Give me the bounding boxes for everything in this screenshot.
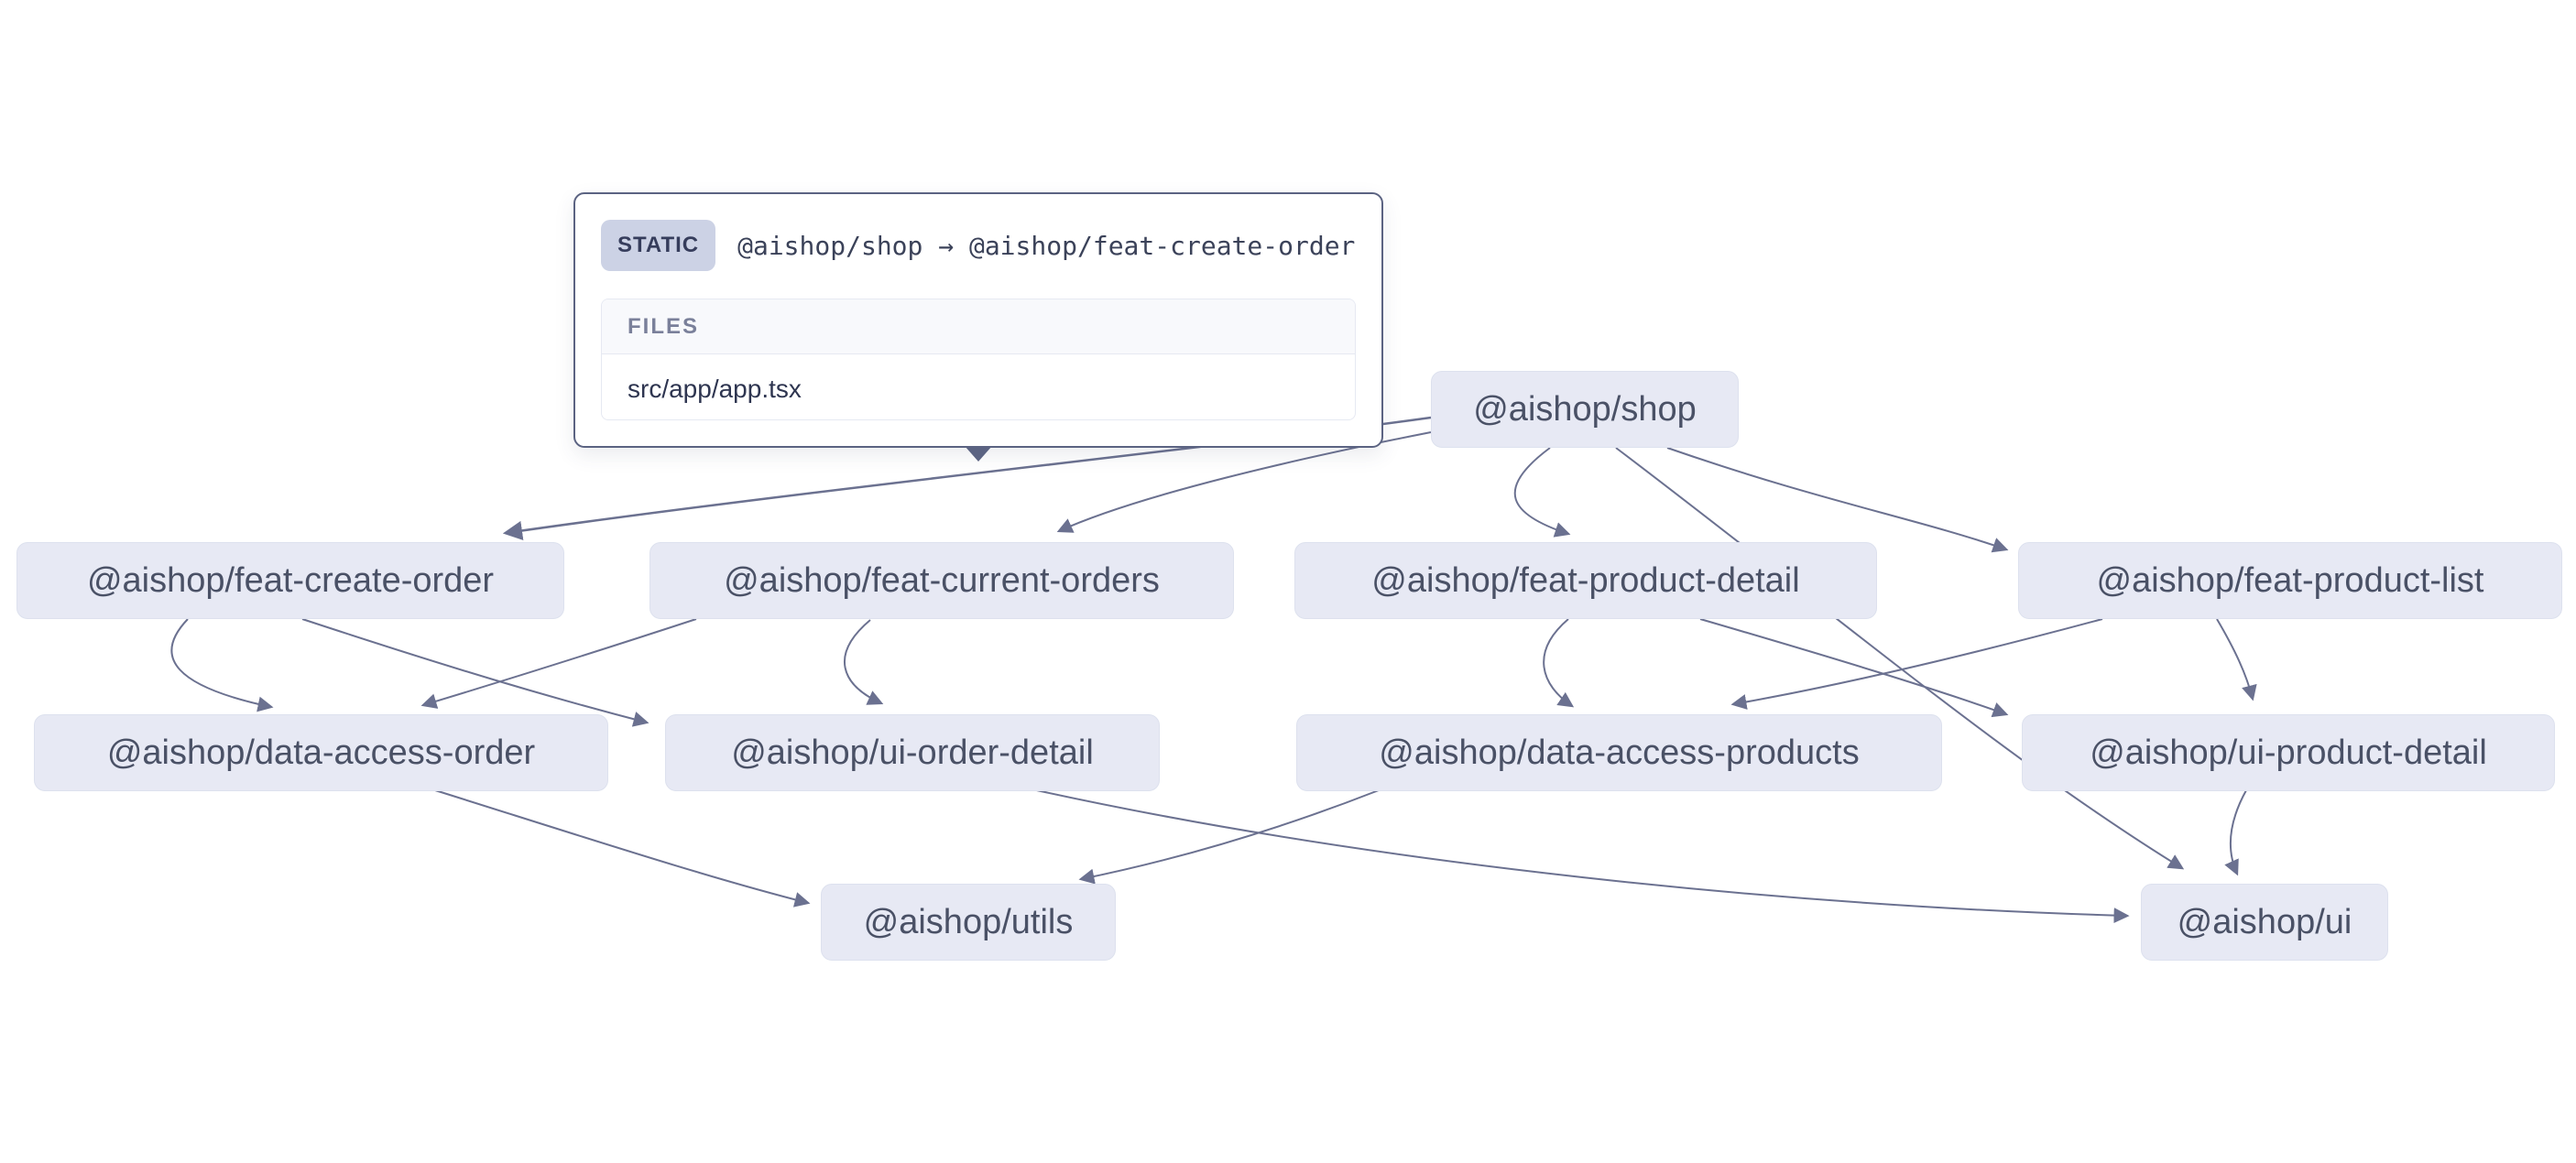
files-section-label: FILES bbox=[602, 299, 1355, 354]
edge-shop-feat-product-list[interactable] bbox=[1666, 447, 2009, 553]
files-box: FILES src/app/app.tsx bbox=[601, 299, 1356, 420]
edge-data-access-products-utils[interactable] bbox=[1078, 789, 1380, 885]
static-badge: STATIC bbox=[601, 220, 716, 271]
edge-relation-text: @aishop/shop → @aishop/feat-create-order bbox=[737, 230, 1356, 261]
edge-tooltip: STATIC @aishop/shop → @aishop/feat-creat… bbox=[573, 192, 1383, 462]
edge-feat-product-detail-data-access-products[interactable] bbox=[1543, 618, 1575, 708]
edge-data-access-order-utils[interactable] bbox=[434, 789, 811, 908]
graph-node-utils[interactable]: @aishop/utils bbox=[821, 884, 1116, 961]
edge-feat-product-detail-ui-product-detail[interactable] bbox=[1699, 618, 2009, 718]
edge-shop-feat-product-detail[interactable] bbox=[1513, 447, 1571, 538]
graph-node-data-access-order[interactable]: @aishop/data-access-order bbox=[34, 714, 608, 791]
graph-node-feat-current-orders[interactable]: @aishop/feat-current-orders bbox=[649, 542, 1234, 619]
graph-node-feat-product-detail[interactable]: @aishop/feat-product-detail bbox=[1294, 542, 1877, 619]
edge-ui-order-detail-ui[interactable] bbox=[1023, 787, 2130, 924]
edge-shop-ui[interactable] bbox=[1615, 447, 2185, 870]
edge-feat-create-order-data-access-order[interactable] bbox=[170, 618, 274, 712]
edge-feat-create-order-ui-order-detail[interactable] bbox=[301, 618, 649, 727]
edge-ui-product-detail-ui[interactable] bbox=[2224, 789, 2247, 876]
graph-node-feat-create-order[interactable]: @aishop/feat-create-order bbox=[16, 542, 564, 619]
graph-node-ui-product-detail[interactable]: @aishop/ui-product-detail bbox=[2022, 714, 2555, 791]
graph-node-shop[interactable]: @aishop/shop bbox=[1431, 371, 1739, 448]
graph-node-feat-product-list[interactable]: @aishop/feat-product-list bbox=[2018, 542, 2562, 619]
graph-node-data-access-products[interactable]: @aishop/data-access-products bbox=[1296, 714, 1942, 791]
edge-feat-current-orders-data-access-order[interactable] bbox=[420, 618, 697, 709]
edge-feat-product-list-data-access-products[interactable] bbox=[1730, 618, 2103, 710]
edge-feat-product-list-ui-product-detail[interactable] bbox=[2216, 618, 2257, 701]
edge-feat-current-orders-ui-order-detail[interactable] bbox=[844, 619, 884, 705]
files-list: src/app/app.tsx bbox=[602, 354, 1355, 419]
tooltip-pointer-icon bbox=[965, 446, 992, 462]
tooltip-header: STATIC @aishop/shop → @aishop/feat-creat… bbox=[575, 194, 1381, 271]
file-item: src/app/app.tsx bbox=[628, 375, 802, 403]
graph-node-ui[interactable]: @aishop/ui bbox=[2141, 884, 2388, 961]
graph-node-ui-order-detail[interactable]: @aishop/ui-order-detail bbox=[665, 714, 1160, 791]
